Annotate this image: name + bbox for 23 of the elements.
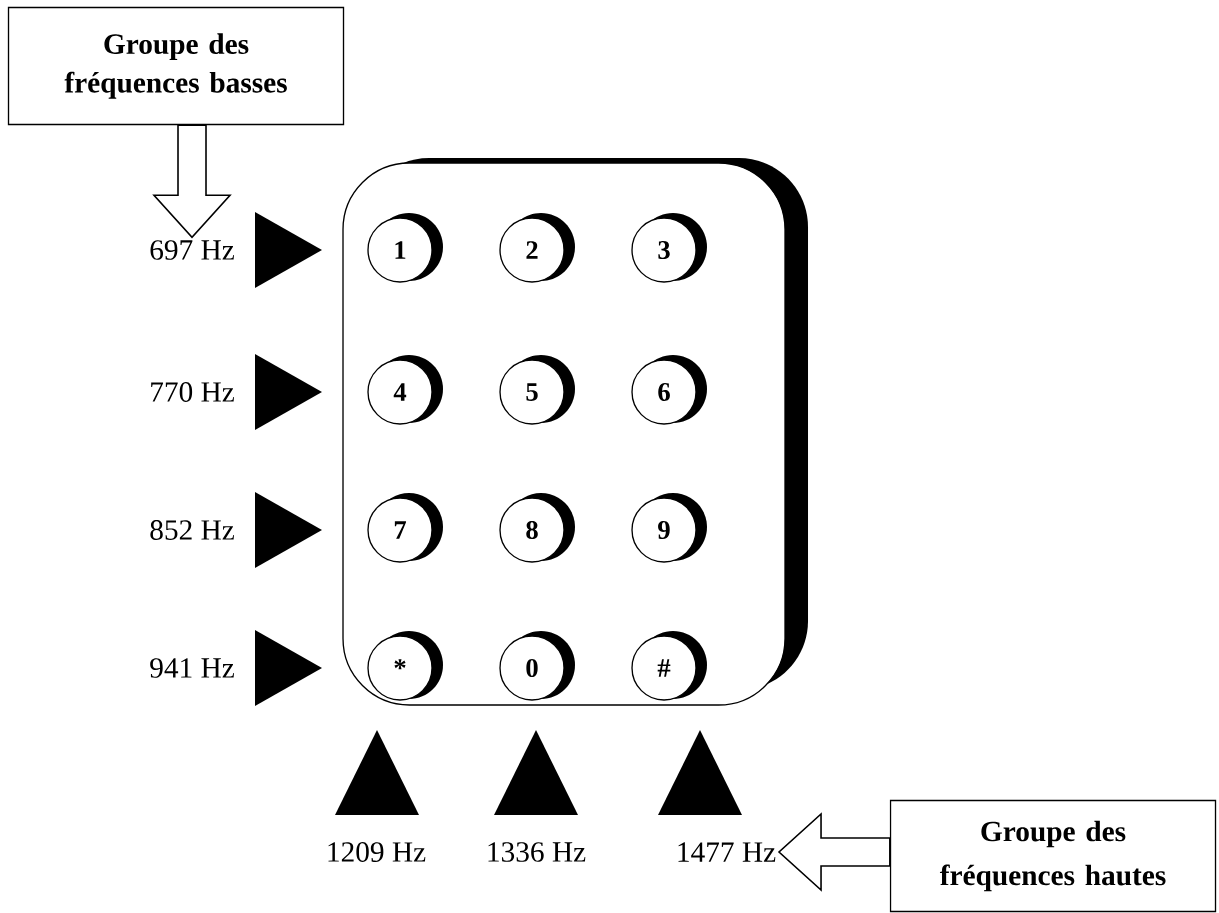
heading-box: Groupe des fréquences hautes — [889, 799, 1217, 913]
block-arrow — [152, 124, 232, 239]
frequency-label: 1477 Hz — [678, 842, 776, 862]
frequency-label: 1336 Hz — [488, 842, 586, 862]
heading-box: Groupe des fréquences basses — [7, 6, 345, 126]
key-button: 5 — [499, 355, 575, 425]
frequency-label: 1209 Hz — [328, 842, 426, 862]
key-button: # — [631, 631, 707, 701]
key-button: 2 — [499, 213, 575, 283]
key-button: * — [367, 631, 443, 701]
key-button: 6 — [631, 355, 707, 425]
frequency-label: 852 Hz — [150, 520, 234, 540]
key-button: 0 — [499, 631, 575, 701]
key-button: 3 — [631, 213, 707, 283]
frequency-label: 697 Hz — [150, 240, 234, 260]
key-button: 9 — [631, 493, 707, 563]
block-arrow — [777, 812, 891, 892]
key-button: 1 — [367, 213, 443, 283]
key-button: 7 — [367, 493, 443, 563]
key-button: 8 — [499, 493, 575, 563]
frequency-label: 770 Hz — [151, 382, 234, 402]
frequency-label: 941 Hz — [150, 658, 234, 678]
key-button: 4 — [367, 355, 443, 425]
